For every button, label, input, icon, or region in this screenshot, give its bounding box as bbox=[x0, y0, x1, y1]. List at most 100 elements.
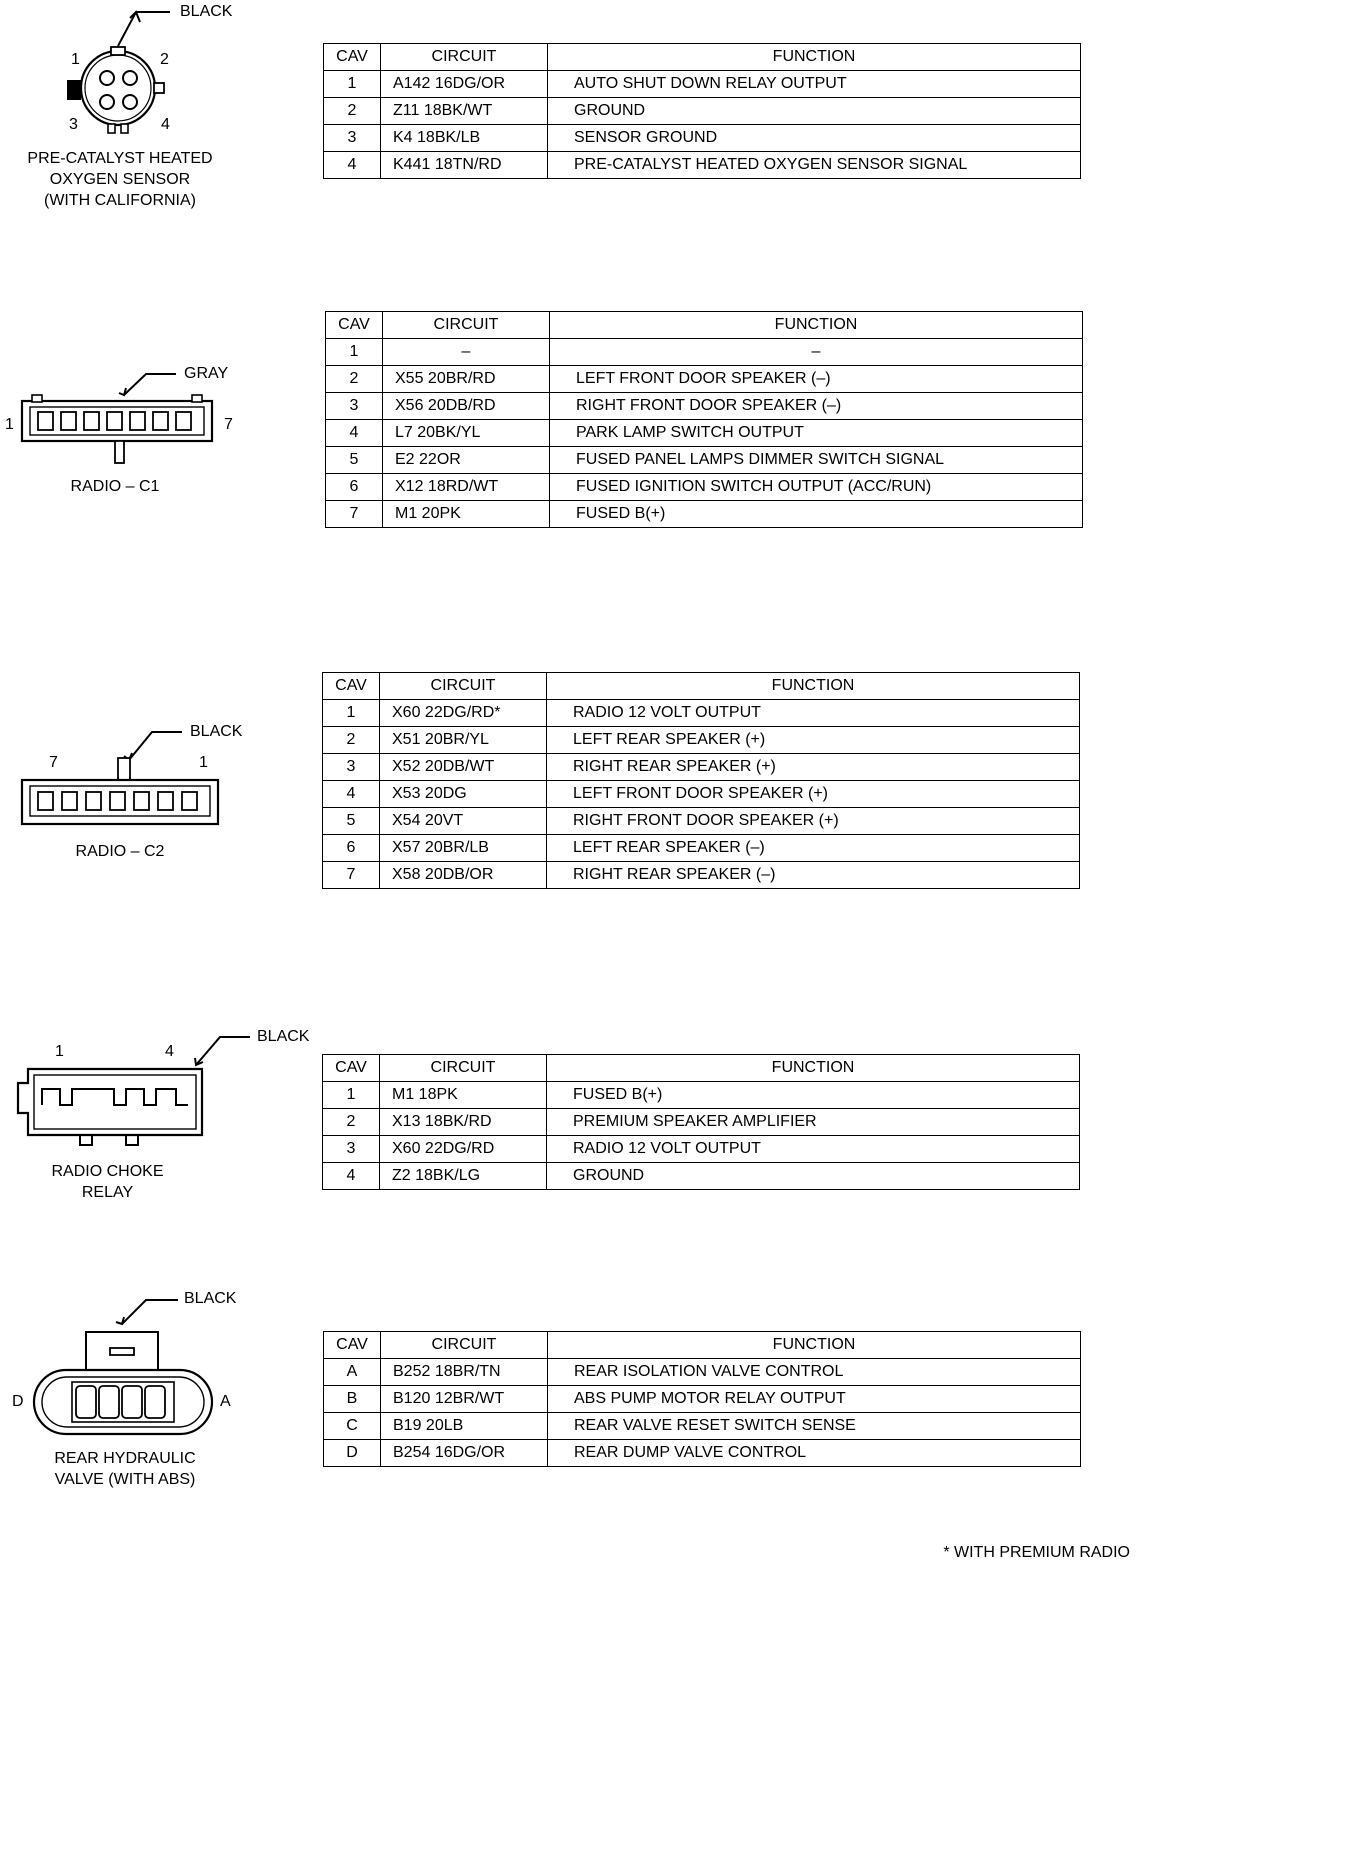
circuit-cell: B19 20LB bbox=[380, 1412, 548, 1440]
cav-cell: C bbox=[323, 1412, 381, 1440]
pin-label: A bbox=[220, 1393, 231, 1410]
cav-cell: 5 bbox=[322, 807, 380, 835]
table-header-row: CAV CIRCUIT FUNCTION bbox=[323, 43, 1081, 71]
function-cell: REAR DUMP VALVE CONTROL bbox=[547, 1439, 1081, 1467]
cav-cell: 4 bbox=[322, 1162, 380, 1190]
circuit-cell: X58 20DB/OR bbox=[379, 861, 547, 889]
circuit-cell: X54 20VT bbox=[379, 807, 547, 835]
pin-label: 1 bbox=[5, 416, 14, 433]
cav-cell: 7 bbox=[322, 861, 380, 889]
function-cell: – bbox=[549, 338, 1083, 366]
cav-cell: 3 bbox=[322, 753, 380, 781]
circuit-cell: L7 20BK/YL bbox=[382, 419, 550, 447]
pin-label: 1 bbox=[199, 754, 208, 771]
pin-label: 4 bbox=[165, 1043, 174, 1060]
function-cell: PARK LAMP SWITCH OUTPUT bbox=[549, 419, 1083, 447]
function-cell: LEFT FRONT DOOR SPEAKER (–) bbox=[549, 365, 1083, 393]
circuit-cell: M1 18PK bbox=[379, 1081, 547, 1109]
circuit-cell: A142 16DG/OR bbox=[380, 70, 548, 98]
function-cell: SENSOR GROUND bbox=[547, 124, 1081, 152]
circuit-header: CIRCUIT bbox=[379, 672, 547, 700]
connector-color-label: BLACK bbox=[184, 1290, 237, 1307]
pin-label: 7 bbox=[49, 754, 58, 771]
function-cell: LEFT REAR SPEAKER (+) bbox=[546, 726, 1080, 754]
oxygen-sensor-connector-drawing bbox=[67, 10, 170, 134]
cav-cell: 1 bbox=[322, 1081, 380, 1109]
cav-cell: 4 bbox=[323, 151, 381, 179]
circuit-cell: X13 18BK/RD bbox=[379, 1108, 547, 1136]
pin-label: 3 bbox=[69, 116, 78, 133]
radio-c1-connector-drawing bbox=[20, 373, 214, 464]
pin-label: 7 bbox=[224, 416, 233, 433]
pin-label: 4 bbox=[161, 116, 170, 133]
circuit-header: CIRCUIT bbox=[380, 1331, 548, 1359]
function-cell: PRE-CATALYST HEATED OXYGEN SENSOR SIGNAL bbox=[547, 151, 1081, 179]
circuit-cell: X12 18RD/WT bbox=[382, 473, 550, 501]
circuit-cell: X53 20DG bbox=[379, 780, 547, 808]
circuit-cell: X57 20BR/LB bbox=[379, 834, 547, 862]
cav-cell: 3 bbox=[325, 392, 383, 420]
connector-color-label: BLACK bbox=[180, 3, 233, 20]
function-header: FUNCTION bbox=[546, 1054, 1080, 1082]
function-header: FUNCTION bbox=[549, 311, 1083, 339]
function-cell: REAR ISOLATION VALVE CONTROL bbox=[547, 1358, 1081, 1386]
cav-header: CAV bbox=[322, 1054, 380, 1082]
function-cell: ABS PUMP MOTOR RELAY OUTPUT bbox=[547, 1385, 1081, 1413]
cav-cell: 2 bbox=[325, 365, 383, 393]
function-cell: RIGHT REAR SPEAKER (+) bbox=[546, 753, 1080, 781]
cav-cell: 6 bbox=[325, 473, 383, 501]
table-header-row: CAV CIRCUIT FUNCTION bbox=[325, 311, 1083, 339]
function-cell: RADIO 12 VOLT OUTPUT bbox=[546, 1135, 1080, 1163]
cav-cell: 2 bbox=[322, 726, 380, 754]
function-cell: RIGHT REAR SPEAKER (–) bbox=[546, 861, 1080, 889]
circuit-cell: B254 16DG/OR bbox=[380, 1439, 548, 1467]
circuit-cell: K441 18TN/RD bbox=[380, 151, 548, 179]
circuit-cell: X52 20DB/WT bbox=[379, 753, 547, 781]
connector-color-label: BLACK bbox=[257, 1028, 310, 1045]
circuit-cell: Z11 18BK/WT bbox=[380, 97, 548, 125]
pin-label: 1 bbox=[71, 51, 80, 68]
cav-cell: 4 bbox=[325, 419, 383, 447]
function-header: FUNCTION bbox=[547, 1331, 1081, 1359]
cav-cell: 3 bbox=[323, 124, 381, 152]
connector-caption: REAR HYDRAULIC VALVE (WITH ABS) bbox=[54, 1450, 196, 1488]
cav-cell: 7 bbox=[325, 500, 383, 528]
function-cell: LEFT FRONT DOOR SPEAKER (+) bbox=[546, 780, 1080, 808]
cav-cell: 1 bbox=[325, 338, 383, 366]
function-cell: PREMIUM SPEAKER AMPLIFIER bbox=[546, 1108, 1080, 1136]
connector-color-label: BLACK bbox=[190, 723, 243, 740]
table-row: 1–– bbox=[325, 338, 1083, 366]
cav-header: CAV bbox=[325, 311, 383, 339]
function-cell: FUSED B(+) bbox=[546, 1081, 1080, 1109]
table-header-row: CAV CIRCUIT FUNCTION bbox=[322, 1054, 1080, 1082]
cav-cell: 4 bbox=[322, 780, 380, 808]
circuit-header: CIRCUIT bbox=[379, 1054, 547, 1082]
cav-cell: A bbox=[323, 1358, 381, 1386]
circuit-cell: Z2 18BK/LG bbox=[379, 1162, 547, 1190]
circuit-cell: E2 22OR bbox=[382, 446, 550, 474]
pin-label: D bbox=[12, 1393, 24, 1410]
circuit-cell: B120 12BR/WT bbox=[380, 1385, 548, 1413]
